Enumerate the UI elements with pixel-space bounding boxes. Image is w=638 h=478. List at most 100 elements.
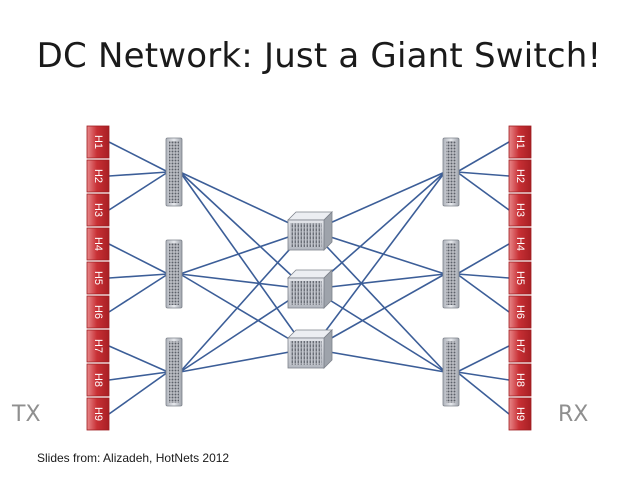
host-label: H6 (92, 305, 104, 319)
link-tx-tor-core (179, 273, 307, 290)
core-ports (290, 281, 322, 305)
link-tx-host-3 (108, 171, 169, 211)
link-rx-tor-core (311, 273, 446, 290)
rx-host-1: H1 (508, 125, 532, 159)
tx-host-8: H8 (86, 363, 110, 397)
host-box (508, 193, 532, 227)
host-box (86, 363, 110, 397)
tx-host-2: H2 (86, 159, 110, 193)
host-label: H8 (514, 373, 526, 387)
tx-host-1: H1 (86, 125, 110, 159)
host-label: H2 (92, 169, 104, 183)
host-label: H3 (92, 203, 104, 217)
slide-credit: Slides from: Alizadeh, HotNets 2012 (37, 451, 230, 465)
host-box (508, 261, 532, 295)
tor-ports (446, 341, 456, 403)
host-label: H9 (92, 407, 104, 421)
link-rx-tor-core (311, 273, 446, 350)
link-rx-host-3 (456, 171, 510, 211)
host-box (86, 295, 110, 329)
tor-ports (169, 141, 179, 203)
link-tx-host-7 (108, 345, 169, 373)
link-tx-host-8 (108, 371, 169, 381)
tx-host-3: H3 (86, 193, 110, 227)
link-rx-host-6 (456, 273, 510, 313)
tx-host-7: H7 (86, 329, 110, 363)
host-label: H6 (514, 305, 526, 319)
slide-title: DC Network: Just a Giant Switch! (36, 36, 602, 76)
host-box (508, 125, 532, 159)
host-label: H8 (92, 373, 104, 387)
host-box (508, 397, 532, 431)
tx-tor-switch-1 (165, 137, 183, 207)
rx-tor-switch-3 (442, 337, 460, 407)
rx-host-2: H2 (508, 159, 532, 193)
host-label: H2 (514, 169, 526, 183)
rx-host-6: H6 (508, 295, 532, 329)
link-rx-tor-core (311, 348, 446, 373)
host-box (86, 193, 110, 227)
rx-label: RX (558, 402, 589, 427)
host-label: H4 (514, 237, 526, 251)
link-rx-tor-core (311, 171, 446, 232)
host-label: H5 (514, 271, 526, 285)
tx-tor-switch-3 (165, 337, 183, 407)
links-layer (108, 141, 510, 415)
link-tx-tor-core (179, 171, 307, 350)
link-tx-tor-core (179, 171, 307, 232)
link-rx-host-1 (456, 141, 510, 173)
tor-ports (446, 243, 456, 305)
link-tx-tor-core (179, 348, 307, 373)
link-rx-host-9 (456, 371, 510, 415)
core-switch-1 (287, 211, 333, 251)
link-rx-tor-core (311, 230, 446, 373)
host-box (508, 363, 532, 397)
rx-host-7: H7 (508, 329, 532, 363)
rx-host-9: H9 (508, 397, 532, 431)
tx-host-6: H6 (86, 295, 110, 329)
link-rx-host-4 (456, 243, 510, 275)
host-box (508, 159, 532, 193)
host-label: H5 (92, 271, 104, 285)
link-tx-tor-core (179, 273, 307, 350)
core-switch-2 (287, 269, 333, 309)
link-tx-host-5 (108, 273, 169, 279)
host-box (508, 295, 532, 329)
link-rx-tor-core (311, 171, 446, 290)
link-tx-host-6 (108, 273, 169, 313)
host-label: H7 (514, 339, 526, 353)
link-tx-tor-core (179, 171, 307, 290)
link-tx-host-2 (108, 171, 169, 177)
host-label: H3 (514, 203, 526, 217)
host-box (86, 397, 110, 431)
host-box (86, 125, 110, 159)
link-tx-tor-core (179, 288, 307, 373)
rx-host-3: H3 (508, 193, 532, 227)
core-switch-3 (287, 329, 333, 369)
rx-host-8: H8 (508, 363, 532, 397)
link-tx-host-4 (108, 243, 169, 275)
tx-host-5: H5 (86, 261, 110, 295)
link-rx-host-7 (456, 345, 510, 373)
link-tx-tor-core (179, 230, 307, 373)
link-rx-tor-core (311, 230, 446, 275)
host-box (86, 329, 110, 363)
host-box (86, 227, 110, 261)
rx-host-4: H4 (508, 227, 532, 261)
tor-ports (446, 141, 456, 203)
tx-tor-switch-2 (165, 239, 183, 309)
link-tx-host-9 (108, 371, 169, 415)
core-ports (290, 341, 322, 365)
host-label: H7 (92, 339, 104, 353)
link-rx-tor-core (311, 288, 446, 373)
link-rx-tor-core (311, 171, 446, 350)
host-box (86, 159, 110, 193)
link-rx-host-5 (456, 273, 510, 279)
host-label: H1 (514, 135, 526, 149)
rx-tor-switch-2 (442, 239, 460, 309)
tx-host-9: H9 (86, 397, 110, 431)
host-label: H4 (92, 237, 104, 251)
tor-ports (169, 243, 179, 305)
tx-label: TX (12, 402, 41, 427)
